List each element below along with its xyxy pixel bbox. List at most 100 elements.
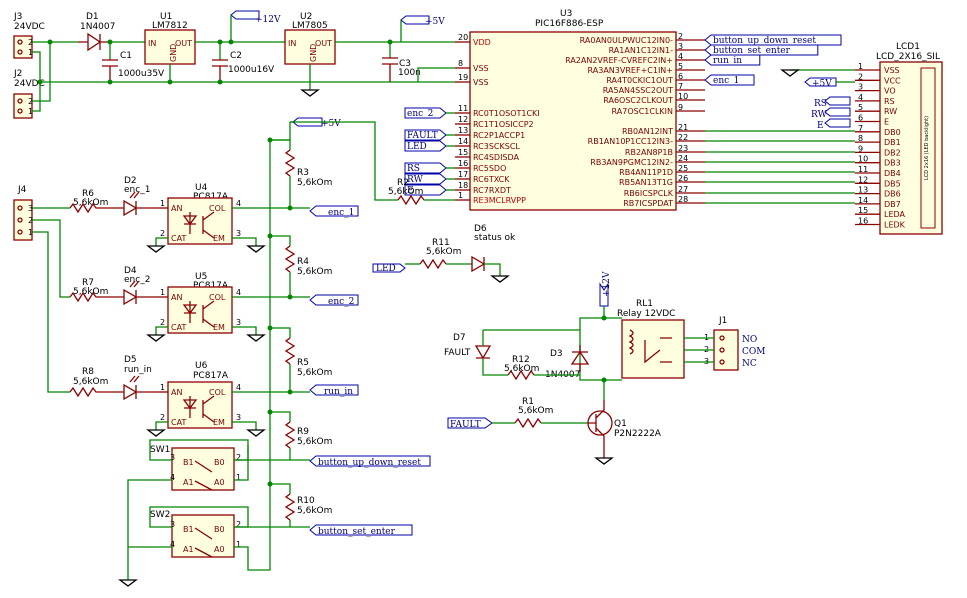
- svg-text:GND: GND: [309, 44, 318, 62]
- net-12v-relay: +12V: [602, 271, 612, 297]
- svg-text:B1: B1: [183, 525, 194, 534]
- lcd-pin-num: 2: [858, 72, 863, 81]
- mcu-pin-num: 4: [678, 52, 683, 61]
- opto-pin-1: 1: [160, 383, 165, 392]
- net-label-12v: [230, 10, 260, 20]
- regulator-u2: [284, 29, 336, 65]
- lcd-pin-num: 4: [858, 93, 863, 102]
- c1-value: 1000u35V: [118, 69, 165, 79]
- net-led: LED: [376, 264, 396, 274]
- r9-ref: R9: [297, 427, 309, 437]
- svg-text:2: 2: [28, 38, 33, 47]
- lcd-e: E: [817, 121, 824, 131]
- r12-value: 5,6kOm: [504, 364, 539, 374]
- mcu-pin-num: 14: [458, 137, 468, 146]
- svg-text:OUT: OUT: [175, 39, 192, 48]
- opto-an: AN: [171, 204, 182, 213]
- lcd-pin-name: E: [884, 118, 889, 127]
- mcu-pin-num: 22: [678, 133, 688, 142]
- d7-ref: D7: [453, 333, 466, 343]
- net-12v: +12V: [255, 15, 281, 25]
- sw1-ref: SW1: [150, 445, 170, 455]
- mcu-pin-num: 16: [458, 159, 468, 168]
- power-section: J3 24VDC 2 1 J2 24VDC 2 1 D1 1N4007 C1 1…: [13, 10, 455, 119]
- u5-value: PC817A: [193, 281, 229, 291]
- mcu-pin-num: 15: [458, 148, 468, 157]
- j3-value: 24VDC: [14, 22, 45, 32]
- r6-ref: R6: [82, 189, 94, 199]
- d2-value: enc_1: [124, 185, 150, 195]
- mcu-net-label: [404, 184, 447, 196]
- opto-cat: CAT: [171, 234, 186, 243]
- optocoupler: [167, 197, 233, 245]
- svg-text:GND: GND: [169, 44, 178, 62]
- mcu-pin-num: 23: [678, 144, 688, 153]
- net-label-btn1: [309, 455, 431, 467]
- relay-section: +12V RL1 Relay 12VDC J1 1 2 3 NO COM NC …: [444, 271, 765, 465]
- lcd-pin-name: DB3: [884, 159, 901, 168]
- net-5v-rail: +5V: [321, 119, 341, 129]
- mcu-body: [469, 31, 677, 211]
- d7-value: FAULT: [444, 348, 471, 358]
- d6-ref: D6: [474, 224, 487, 234]
- lcd-pin-num: 13: [858, 186, 868, 195]
- opto-cat: CAT: [171, 323, 186, 332]
- net-fault-relay: FAULT: [450, 420, 481, 430]
- mcu-net-label: [404, 162, 447, 174]
- svg-text:B1: B1: [183, 458, 194, 467]
- mcu-net-text: E: [407, 186, 414, 196]
- d5-value: run_in: [124, 365, 152, 375]
- r12-ref: R12: [512, 355, 530, 365]
- mcu-pin-num: 20: [458, 33, 468, 42]
- svg-text:A0: A0: [214, 478, 225, 487]
- mcu-pin-name: RC7RXDT: [473, 186, 511, 195]
- mcu-pin-name: RA3AN3VREF+C1IN+: [588, 66, 673, 75]
- net-label-12v-relay: [599, 282, 609, 307]
- svg-text:IN: IN: [288, 39, 296, 48]
- u3-ref: U3: [560, 9, 572, 19]
- opto-an: AN: [171, 293, 182, 302]
- lcd-pin-name: RW: [884, 107, 897, 116]
- net-label-enc2: [309, 294, 359, 306]
- svg-text:1: 1: [28, 228, 33, 237]
- svg-text:2: 2: [236, 520, 241, 529]
- lcd-pin-num: 1: [858, 62, 863, 71]
- net-enc1: enc_1: [328, 208, 354, 218]
- mcu-pin-num: 25: [678, 164, 688, 173]
- d1-value: 1N4007: [80, 22, 115, 32]
- u5-ref: U5: [195, 272, 207, 282]
- r3-value: 5,6kOm: [297, 178, 332, 188]
- input-resistor: [69, 386, 124, 398]
- pullup-resistor: [284, 149, 296, 177]
- lcd-rw: RW: [811, 110, 828, 120]
- u2-ref: U2: [300, 12, 312, 22]
- j4-ref: J4: [17, 185, 27, 195]
- net-label-5v-top: [400, 15, 430, 25]
- r10-ref: R10: [297, 496, 315, 506]
- r4-value: 5,6kOm: [297, 267, 332, 277]
- svg-text:A1: A1: [183, 478, 194, 487]
- mcu-pin-name: RA7OSC1CLKIN: [612, 107, 673, 116]
- opto-pin-3: 3: [236, 318, 241, 327]
- q1-value: P2N2222A: [614, 429, 662, 439]
- lcd-pin-name: DB4: [884, 169, 901, 178]
- optocoupler: [167, 381, 233, 429]
- u2-value: LM7805: [292, 21, 328, 31]
- mcu-pin-num: 5: [678, 62, 683, 71]
- connector-j1: [713, 329, 739, 371]
- lcd-pin-num: 8: [858, 134, 863, 143]
- r8-value: 5,6kOm: [73, 377, 108, 387]
- opto-cat: CAT: [171, 418, 186, 427]
- lcd-pin-num: 11: [858, 165, 868, 174]
- mcu-pin-name: RC6TXCK: [473, 175, 510, 184]
- mcu-net-text: FAULT: [407, 131, 438, 141]
- svg-text:A0: A0: [214, 545, 225, 554]
- r2-value: 5,6kOm: [388, 187, 423, 197]
- r9-value: 5,6kOm: [297, 437, 332, 447]
- mcu-right-pins: 2RA0AN0ULPWUC12IN0-button_up_down_reset3…: [565, 32, 842, 208]
- r11-value: 5,6kOm: [426, 247, 461, 257]
- mcu-pin-name: RB1AN10P1CC12IN3-: [588, 137, 673, 146]
- net-run-in: run_in: [324, 387, 353, 397]
- mcu-pin-num: 18: [458, 181, 468, 190]
